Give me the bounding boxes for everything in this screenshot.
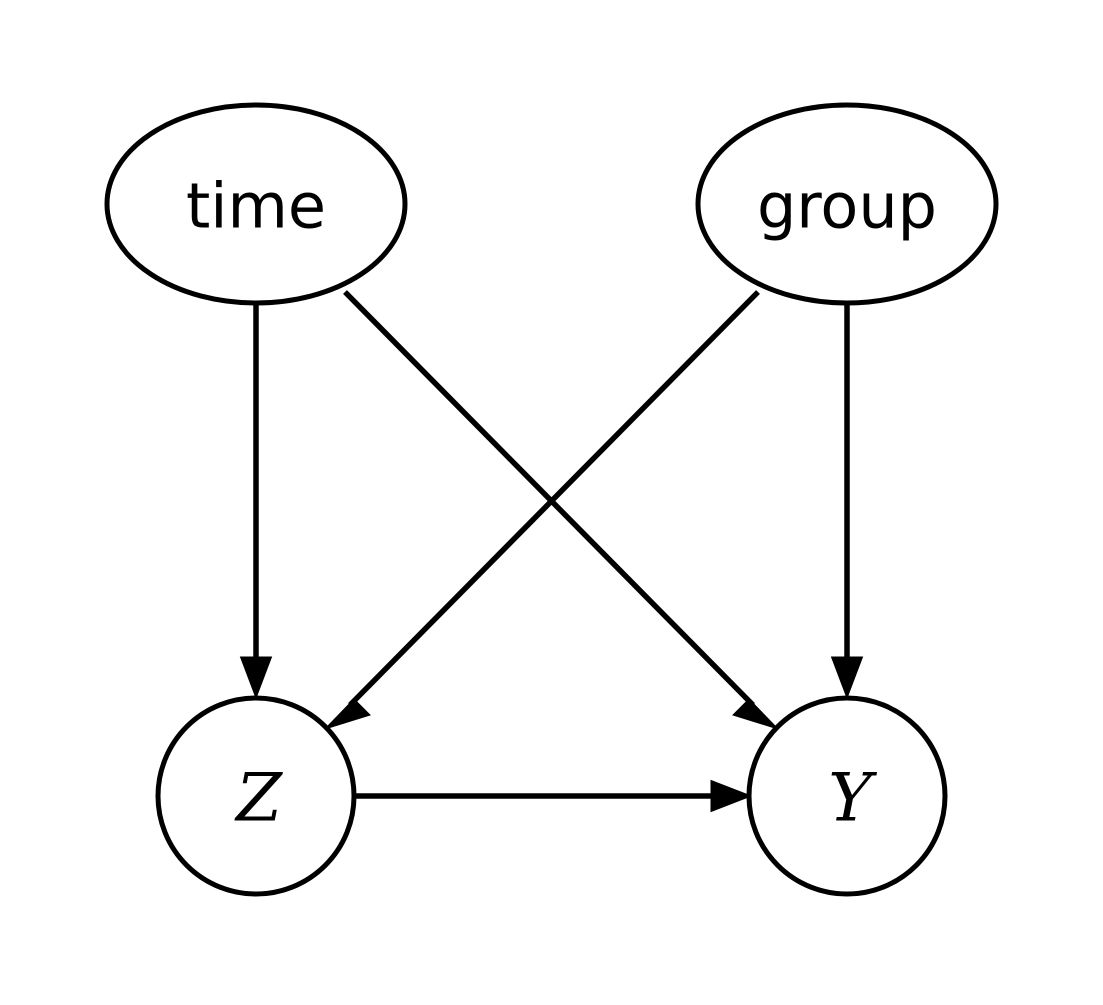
node-group-label: group xyxy=(757,170,937,243)
node-group[interactable]: group xyxy=(695,102,999,306)
edge-time-to-Z[interactable] xyxy=(239,303,273,700)
edge-group-to-Y-arrowhead xyxy=(830,656,864,700)
node-Z-label: Z xyxy=(234,760,283,837)
edge-group-to-Z-line xyxy=(348,290,760,707)
node-layer: time group Z Y xyxy=(104,102,999,897)
edge-time-to-Y[interactable] xyxy=(343,290,779,730)
node-Y-circle xyxy=(746,695,948,897)
edge-layer xyxy=(239,290,864,813)
edge-time-to-Z-arrowhead xyxy=(239,656,273,700)
node-time-ellipse xyxy=(104,102,408,306)
edge-Z-to-Y-arrowhead xyxy=(710,779,753,813)
edge-Z-to-Y[interactable] xyxy=(355,779,753,813)
node-group-ellipse xyxy=(695,102,999,306)
node-Z[interactable]: Z xyxy=(155,695,357,897)
edge-group-to-Y[interactable] xyxy=(830,303,864,700)
node-Y-label: Y xyxy=(828,760,877,837)
node-time[interactable]: time xyxy=(104,102,408,306)
edge-time-to-Y-line xyxy=(343,290,755,707)
edge-group-to-Z-arrowhead xyxy=(324,698,371,730)
node-Y[interactable]: Y xyxy=(746,695,948,897)
node-time-label: time xyxy=(186,170,326,243)
node-Z-circle xyxy=(155,695,357,897)
edge-group-to-Z[interactable] xyxy=(324,290,760,730)
edge-time-to-Y-arrowhead xyxy=(732,698,779,730)
